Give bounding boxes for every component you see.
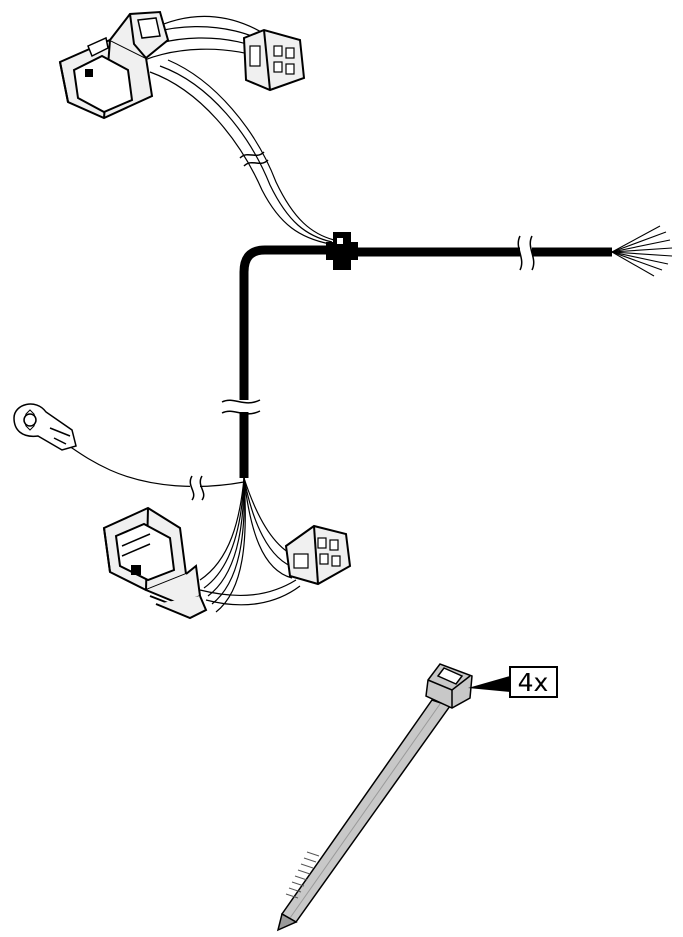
cable-tie-strap: [280, 699, 452, 923]
junction-clip: [326, 232, 358, 270]
ground-wire: [65, 443, 245, 488]
cable-tie-serrations: [285, 851, 320, 899]
ring-terminal: [13, 403, 77, 451]
quantity-label: 4x: [518, 668, 549, 697]
wire-break-ground: [189, 475, 205, 501]
wiring-harness: [13, 10, 673, 620]
main-cable: [239, 245, 612, 478]
quantity-pointer: [468, 676, 510, 692]
connector-bottom-right: [284, 524, 352, 586]
connector-top-left: [58, 10, 170, 120]
lower-wire-bundle: [199, 477, 301, 613]
connector-top-right: [242, 28, 306, 92]
connector-bottom-left: [102, 506, 208, 620]
loose-wire-ends: [611, 225, 673, 277]
cable-tie: [276, 663, 473, 932]
wire-break-upper: [239, 151, 269, 167]
cable-break-vertical: [221, 399, 261, 415]
quantity-badge: 4x: [509, 666, 558, 698]
cable-tie-head: [425, 663, 473, 709]
cable-break-horizontal: [517, 235, 535, 271]
